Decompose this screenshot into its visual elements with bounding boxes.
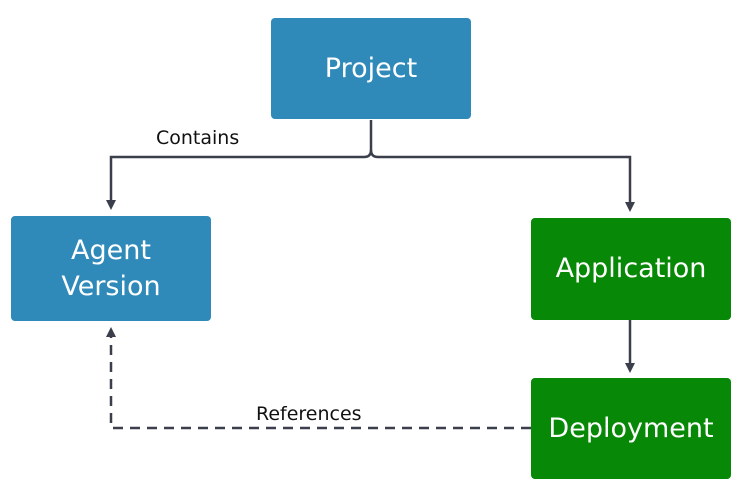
node-deployment[interactable]: Deployment — [531, 378, 731, 479]
edge-contains-application — [369, 149, 635, 212]
node-agent-version-label-line1: Agent — [71, 235, 151, 267]
node-agent-version-label-line2: Version — [61, 270, 161, 302]
edge-label-contains: Contains — [156, 127, 240, 149]
node-project[interactable]: Project — [271, 18, 471, 119]
node-project-label: Project — [324, 52, 418, 84]
node-application-label: Application — [555, 253, 707, 285]
edge-references — [106, 327, 531, 430]
edge-label-references: References — [256, 403, 362, 425]
node-agent-version[interactable]: Agent Version — [11, 216, 211, 321]
node-application[interactable]: Application — [531, 218, 731, 320]
node-deployment-label: Deployment — [548, 412, 714, 444]
edge-contains-agent-version — [106, 120, 373, 210]
